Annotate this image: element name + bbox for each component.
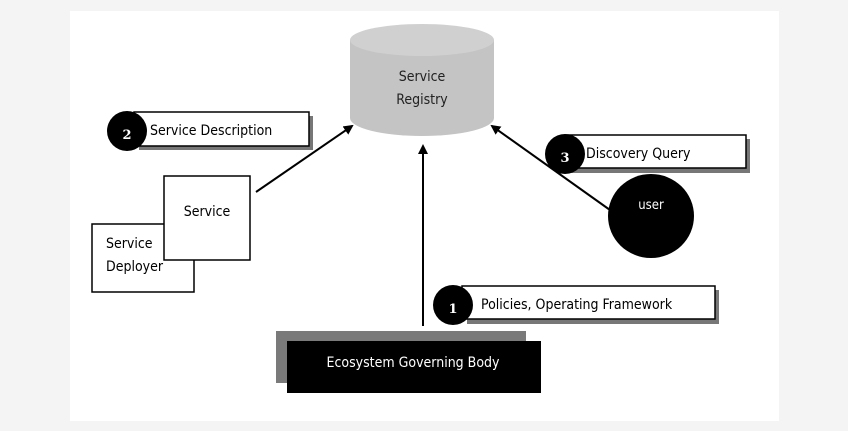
callout-box	[133, 111, 310, 147]
step-number: 3	[560, 151, 569, 166]
step-3-callout: 3 Discovery Query	[545, 134, 750, 174]
service-registry-node: Service Registry	[350, 24, 494, 136]
service-label: Service	[184, 204, 231, 220]
step-label: Discovery Query	[586, 146, 691, 162]
step-label: Policies, Operating Framework	[481, 297, 673, 313]
registry-label-line1: Service	[399, 69, 446, 85]
service-node: Service	[163, 175, 251, 261]
deployer-label-line1: Service	[106, 236, 153, 252]
step-2-callout: 2 Service Description	[107, 111, 313, 151]
user-node: user	[608, 174, 694, 258]
arrow-service-to-registry	[255, 124, 354, 193]
governing-body-box	[287, 341, 541, 393]
step-number: 2	[122, 128, 131, 143]
step-1-callout: 1 Policies, Operating Framework	[433, 285, 719, 325]
step-badge	[433, 285, 473, 325]
callout-box	[461, 285, 716, 320]
governing-body-label: Ecosystem Governing Body	[327, 355, 501, 371]
registry-cylinder-top	[350, 24, 494, 56]
service-box	[163, 175, 251, 261]
step-badge	[545, 134, 585, 174]
step-number: 1	[448, 302, 457, 317]
governing-body-node: Ecosystem Governing Body	[276, 331, 541, 393]
deployer-label-line2: Deployer	[106, 259, 164, 275]
registry-label-line2: Registry	[396, 92, 448, 108]
step-label: Service Description	[150, 123, 272, 139]
step-badge	[107, 111, 147, 151]
user-label: user	[638, 198, 664, 213]
registry-cylinder-body	[350, 40, 494, 136]
user-circle	[608, 174, 694, 258]
